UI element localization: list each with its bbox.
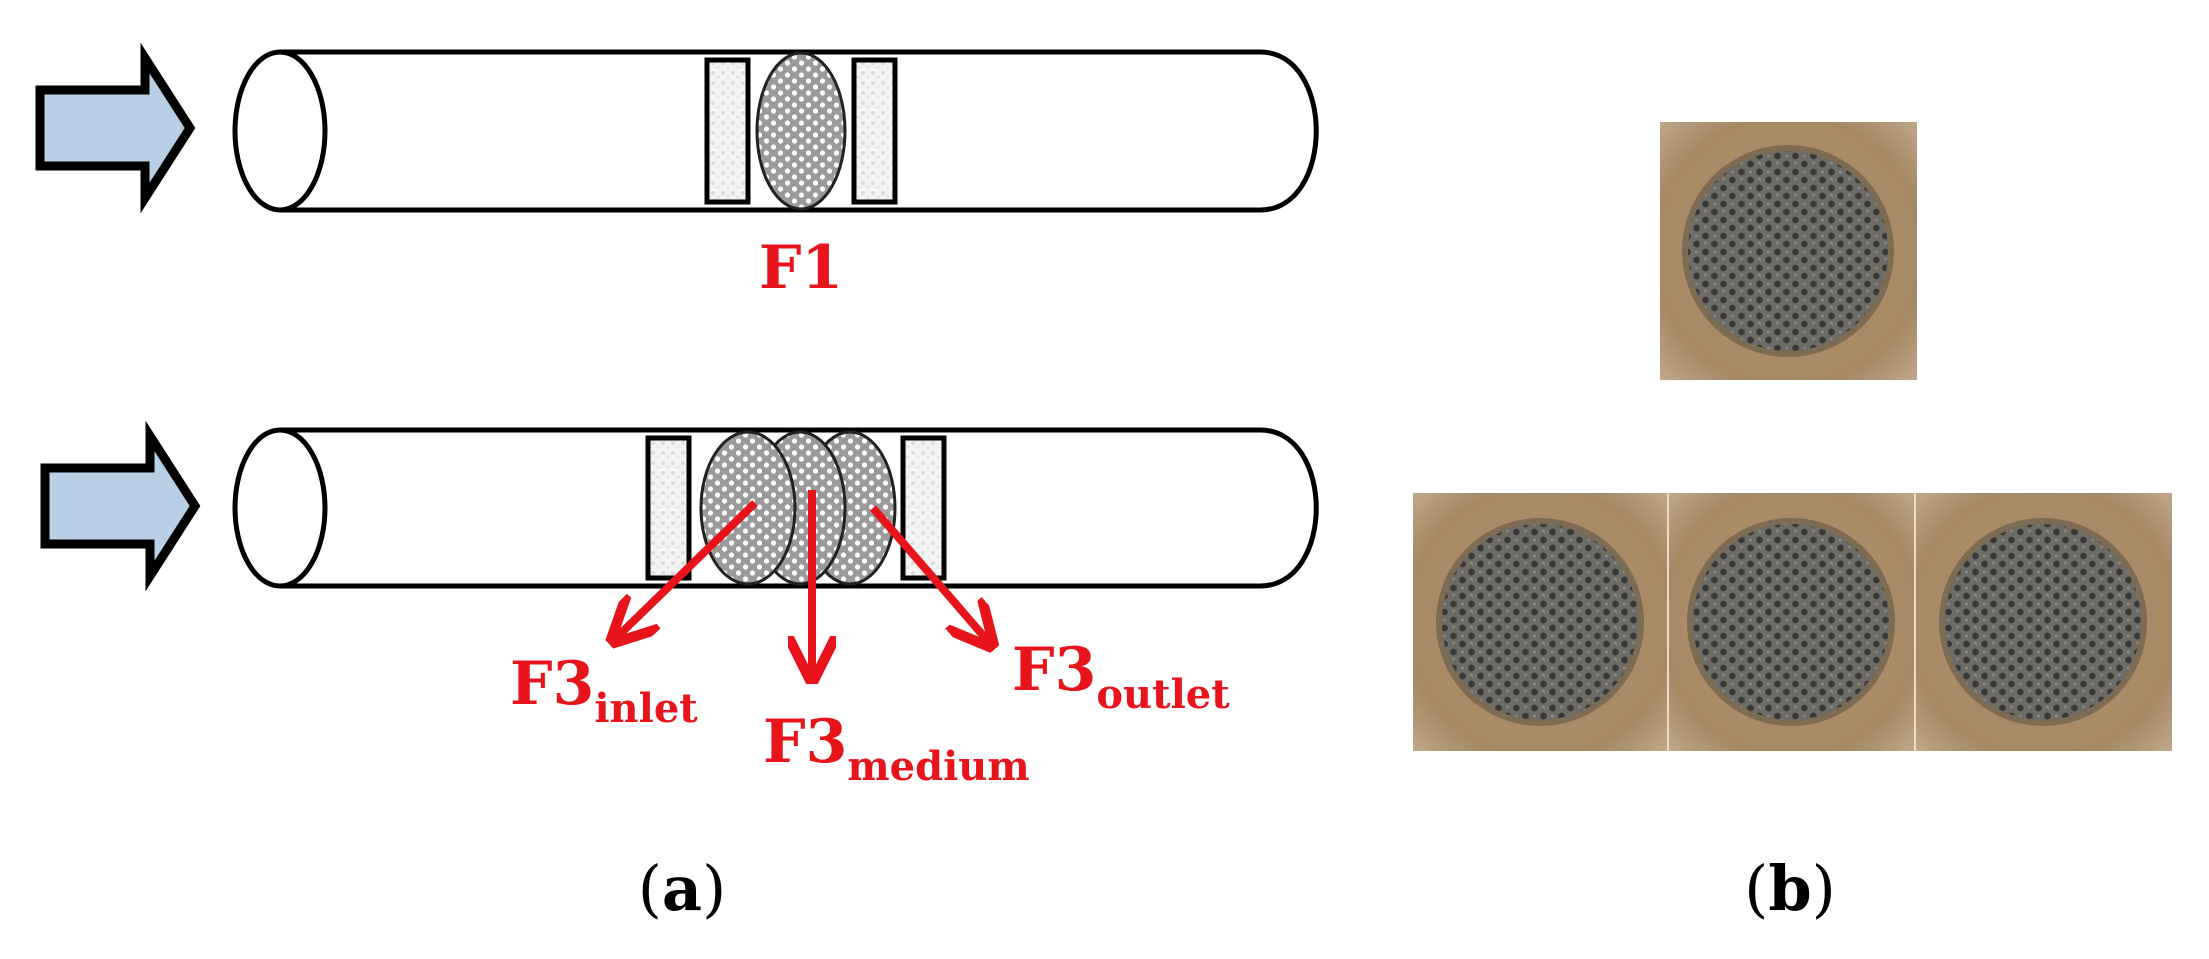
pointer-arrow-outlet xyxy=(869,505,987,640)
spacer-right xyxy=(900,435,947,581)
filter-label-f3-outlet: F3outlet xyxy=(1012,635,1230,718)
panel-b: (b) xyxy=(1413,122,2172,925)
flow-arrow-icon xyxy=(40,420,201,592)
filter-label-f3-medium: F3medium xyxy=(763,707,1030,790)
filter-label-f3-inlet: F3inlet xyxy=(510,649,698,732)
panel-label-b: (b) xyxy=(1744,852,1836,925)
label-subscript: inlet xyxy=(594,685,698,732)
foam-photo-inlet xyxy=(1413,493,1668,751)
top-tube-assembly: F1 xyxy=(35,42,1319,303)
spacer-right xyxy=(851,57,898,205)
foam-filter-f1 xyxy=(755,51,847,211)
spacer-left xyxy=(704,57,751,205)
label-main: F3 xyxy=(510,649,594,719)
tube-opening xyxy=(232,427,328,589)
filter-label-f1: F1 xyxy=(759,233,843,303)
pointer-arrow-inlet xyxy=(618,500,758,636)
panel-label-a: (a) xyxy=(638,852,727,925)
panel-a: F1 F3inlet F3medium F3outlet xyxy=(35,42,1319,925)
label-main: F3 xyxy=(763,707,847,777)
flow-arrow-icon xyxy=(35,42,196,214)
foam-photo-outlet xyxy=(1915,493,2172,751)
foam-photo-single xyxy=(1660,122,1917,380)
tube-opening xyxy=(232,49,328,213)
label-subscript: medium xyxy=(847,743,1029,790)
spacer-left xyxy=(645,435,692,581)
foam-photo-medium xyxy=(1668,493,1915,751)
label-main: F3 xyxy=(1012,635,1096,705)
label-subscript: outlet xyxy=(1096,671,1230,718)
bottom-tube-assembly: F3inlet F3medium F3outlet xyxy=(40,420,1319,790)
